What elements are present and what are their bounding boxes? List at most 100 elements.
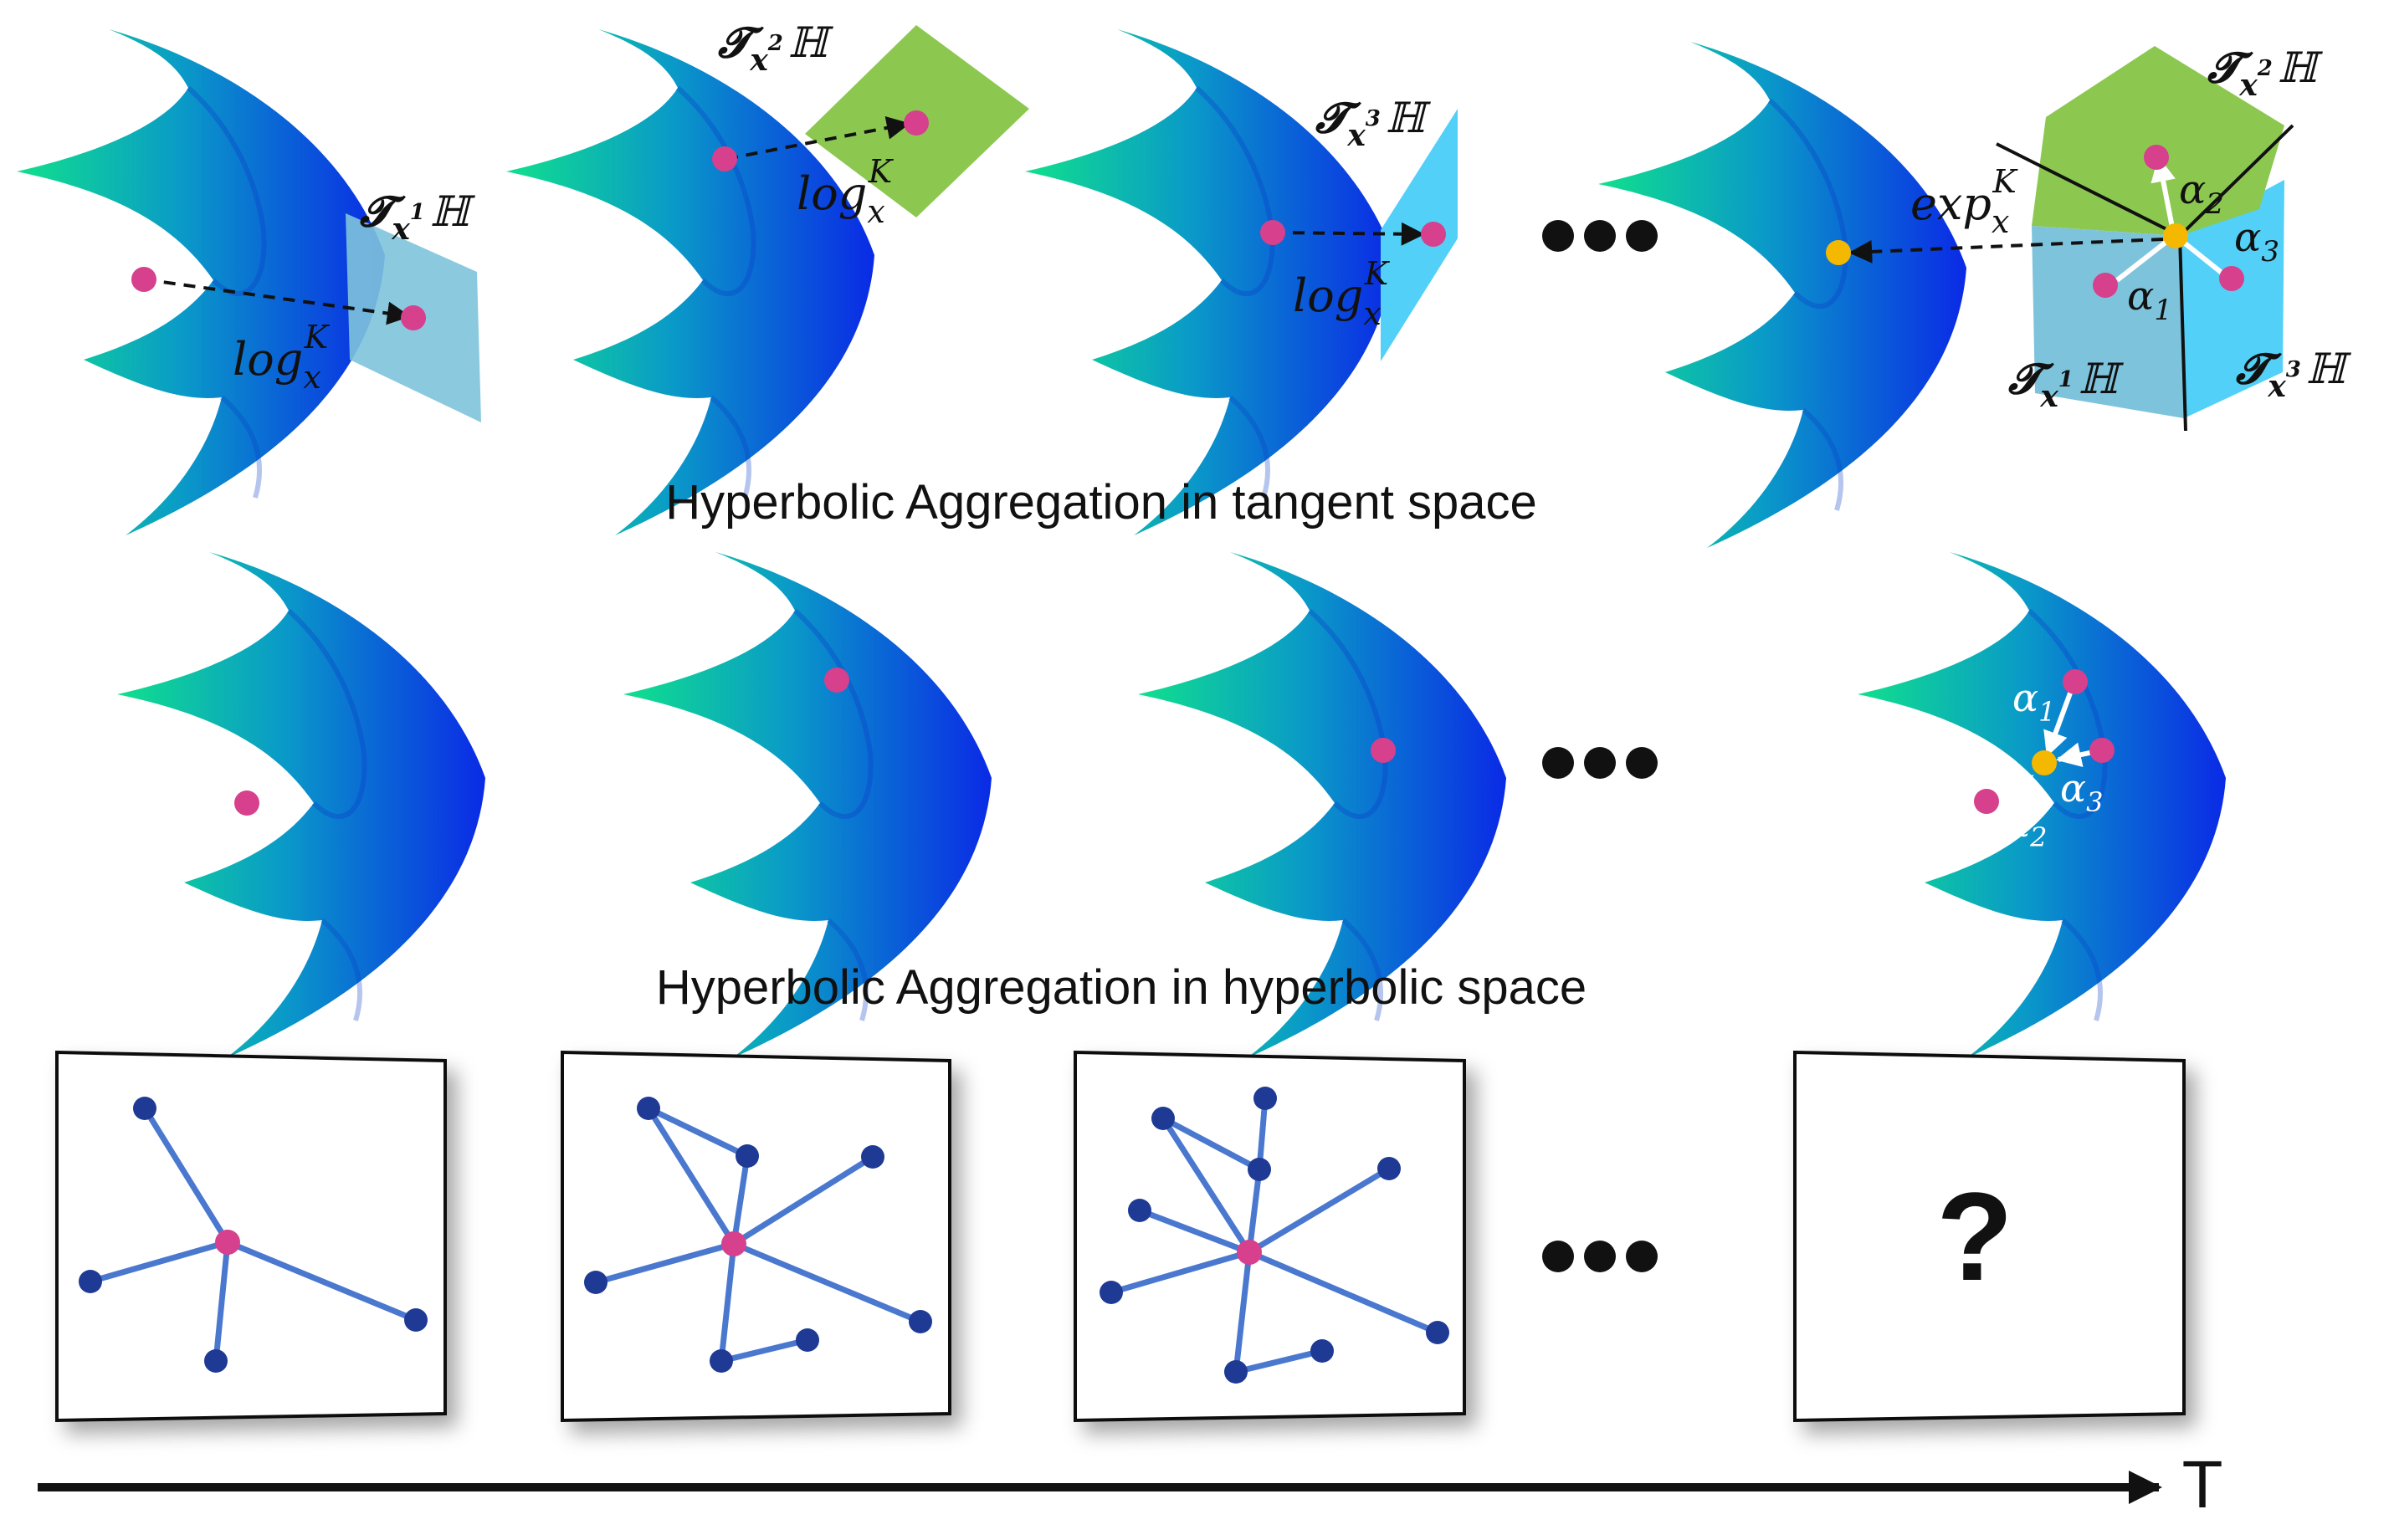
alpha-label-3: α3 (2234, 214, 2279, 269)
tangent-plane-x1-face (2032, 226, 2184, 418)
log-map-arrow-3 (1272, 222, 1425, 246)
index: 3 (2086, 786, 2103, 818)
pink-node (234, 790, 259, 816)
superscript-3: 3 (1366, 106, 1381, 131)
x-var: x (391, 212, 410, 247)
hyperbolic-surface-1 (17, 29, 385, 535)
tangent-plane-x3-face (2180, 180, 2284, 418)
ellipsis-dots (1542, 1241, 1658, 1272)
alpha: α (2012, 675, 2038, 720)
x-var: x (2238, 68, 2258, 103)
pink-node (1371, 738, 1396, 763)
hyperbolic-aggregation-nodes (1974, 669, 2115, 814)
x-var: x (749, 43, 768, 78)
caption-tangent-space: Hyperbolic Aggregation in tangent space (665, 475, 1536, 530)
alpha: α (2127, 273, 2154, 320)
log-text: log (1293, 269, 1363, 322)
alpha: α (2234, 214, 2261, 261)
pink-node (2093, 273, 2118, 298)
subscript-x: x (867, 193, 884, 230)
alpha: α (2179, 166, 2206, 213)
alpha: α (2060, 765, 2086, 811)
h-symbol: ℍ (788, 18, 834, 67)
alpha-label-2-hyp: α2 (2004, 801, 2047, 853)
index: 1 (2038, 696, 2055, 728)
aggregated-node-hyperbolic (1826, 240, 1851, 265)
h-symbol: ℍ (430, 187, 476, 236)
pink-node (824, 668, 849, 693)
h-symbol: ℍ (1386, 94, 1432, 142)
hyperbolic-surface-4 (1598, 42, 1966, 548)
index: 2 (2205, 187, 2224, 221)
caption-hyperbolic-space: Hyperbolic Aggregation in hyperbolic spa… (656, 960, 1587, 1015)
question-mark: ? (1936, 1166, 2013, 1307)
pink-node (2144, 145, 2169, 170)
pink-node (2089, 738, 2115, 763)
exp-text: exp (1910, 177, 1992, 230)
row-graph-snapshots: ? (55, 1050, 2186, 1423)
x-var: x (1346, 118, 1366, 153)
pink-node (401, 305, 426, 330)
pink-node (131, 267, 156, 292)
exp-label: expxK (1910, 163, 2018, 240)
graph-snapshot-2 (561, 1050, 951, 1423)
hyperbolic-surface-5 (117, 552, 485, 1058)
superscript-2: 2 (767, 31, 783, 56)
log-text: log (797, 167, 867, 220)
alpha: α (2004, 801, 2030, 846)
superscript-2: 2 (2257, 56, 2273, 81)
superscript-K: K (868, 153, 895, 190)
graph-snapshot-3 (1074, 1050, 1466, 1423)
log-label-1: logxK (233, 319, 331, 396)
superscript-K: K (1364, 255, 1391, 292)
graph-snapshot-future: ? (1793, 1050, 2186, 1423)
alpha-label-3-hyp: α3 (2060, 765, 2103, 818)
alpha-label-1-hyp: α1 (2012, 675, 2055, 728)
subscript-x: x (1363, 295, 1381, 332)
superscript-3: 3 (2286, 357, 2301, 382)
pink-node (904, 110, 929, 136)
aggregated-node (2032, 750, 2057, 775)
ellipsis-dots (1542, 747, 1658, 779)
pink-node (1421, 222, 1446, 247)
h-symbol: ℍ (2306, 345, 2352, 393)
h-symbol: ℍ (2278, 43, 2324, 92)
subscript-x: x (303, 359, 320, 396)
log-text: log (233, 333, 303, 386)
time-axis: T (38, 1447, 2222, 1522)
h-symbol: ℍ (2079, 355, 2125, 403)
superscript-1: 1 (2058, 367, 2074, 392)
row-hyperbolic-space: α1 α3 α2 Hyperbolic Aggregation in hyper… (117, 552, 2226, 1058)
alpha-label-2: α2 (2179, 166, 2224, 221)
log-map-arrow-1 (143, 278, 411, 325)
pink-node (1974, 789, 1999, 814)
x-var: x (2039, 379, 2058, 414)
tangent-plane-x2-face (2032, 46, 2284, 236)
pink-node (2219, 266, 2244, 291)
hyperbolic-surface-8 (1858, 552, 2226, 1058)
aggregated-node-tangent (2163, 223, 2188, 248)
log-label-2: logxK (797, 153, 895, 230)
pink-node (1260, 220, 1285, 245)
index: 2 (2029, 821, 2047, 853)
tangent-planes-cube (1996, 46, 2294, 432)
log-map-arrow-2 (725, 116, 910, 161)
superscript-K: K (1992, 163, 2018, 200)
pink-node (712, 146, 737, 171)
x-var: x (2267, 369, 2286, 404)
graph-snapshot-1 (55, 1050, 447, 1423)
pink-node (2063, 669, 2088, 694)
alpha-label-1: α1 (2127, 273, 2172, 327)
index: 1 (2154, 294, 2172, 327)
hyperbolic-surface-2 (506, 29, 874, 535)
subscript-x: x (1992, 203, 2009, 240)
ellipsis-dots (1542, 220, 1658, 252)
superscript-K: K (304, 319, 331, 356)
index: 3 (2261, 235, 2279, 269)
